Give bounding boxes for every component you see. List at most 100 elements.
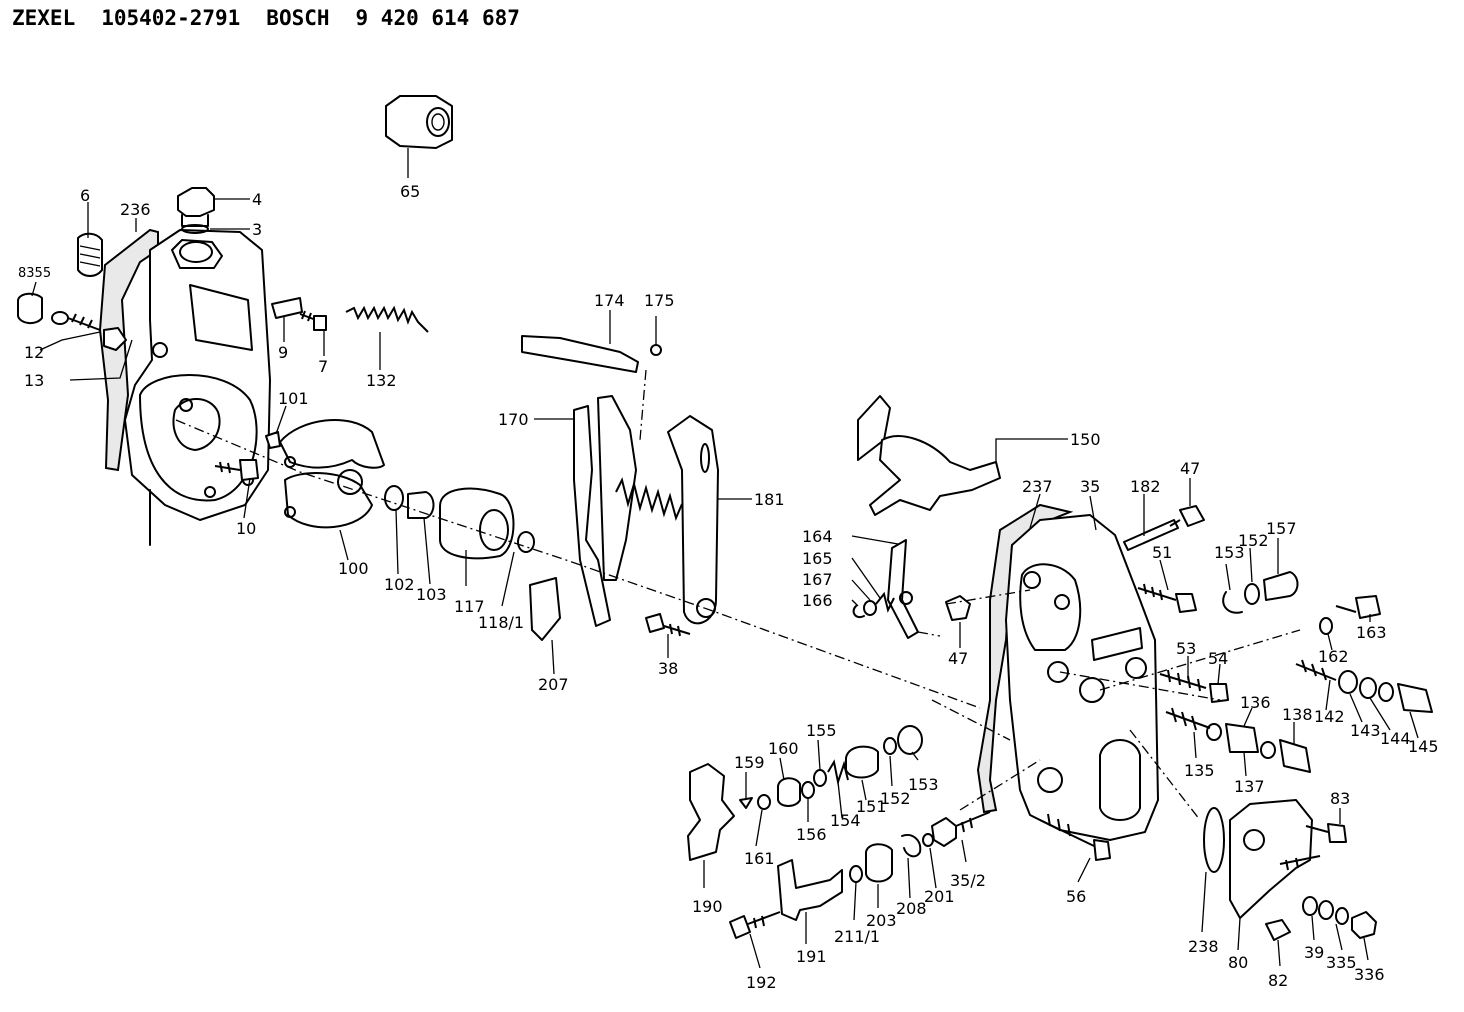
- label-336: 336: [1354, 965, 1385, 984]
- label-208: 208: [896, 899, 927, 918]
- label-12: 12: [24, 343, 44, 362]
- label-138: 138: [1282, 705, 1313, 724]
- washer-144b: [1378, 682, 1394, 702]
- label-35-2: 35/2: [950, 871, 986, 890]
- sleeve-160: [777, 777, 801, 807]
- lever-170: [573, 395, 637, 627]
- clip-166: [852, 605, 865, 618]
- oring-152-lower: [883, 737, 897, 755]
- label-39: 39: [1304, 943, 1324, 962]
- label-236: 236: [120, 200, 151, 219]
- clip-153: [1222, 591, 1243, 614]
- cap-nut-336: [1351, 911, 1377, 939]
- washer-155: [813, 769, 827, 787]
- label-175: 175: [644, 291, 675, 310]
- spring-154: [827, 759, 849, 786]
- label-136: 136: [1240, 693, 1271, 712]
- sleeve-117: [439, 487, 515, 560]
- lever-191: [777, 859, 843, 921]
- lever-164: [887, 539, 919, 639]
- spring-165: [875, 591, 895, 613]
- governor-spring: [615, 477, 683, 522]
- washer-153-lower: [897, 725, 923, 755]
- label-157: 157: [1266, 519, 1297, 538]
- label-162: 162: [1318, 647, 1349, 666]
- cap-nut-145: [1397, 683, 1433, 713]
- leader-lines: [31, 148, 1419, 969]
- label-156: 156: [796, 825, 827, 844]
- label-80: 80: [1228, 953, 1248, 972]
- label-142: 142: [1314, 707, 1345, 726]
- sleeve-103: [407, 491, 435, 519]
- label-47-left: 47: [948, 649, 968, 668]
- governor-cover-35: [1005, 514, 1159, 841]
- header-brand: ZEXEL: [12, 6, 76, 30]
- spring-208: [901, 834, 922, 858]
- label-166: 166: [802, 591, 833, 610]
- label-143: 143: [1350, 721, 1381, 740]
- label-167: 167: [802, 570, 833, 589]
- screw-135: [1165, 707, 1222, 741]
- label-163: 163: [1356, 623, 1387, 642]
- label-47-top: 47: [1180, 459, 1200, 478]
- label-38: 38: [658, 659, 678, 678]
- label-211-1: 211/1: [834, 927, 880, 946]
- label-8355: 8355: [18, 266, 51, 281]
- screw-35-2: [931, 811, 991, 847]
- washer-167: [863, 600, 877, 616]
- screw-163: [1335, 595, 1381, 619]
- screw-51: [1137, 583, 1197, 613]
- label-238: 238: [1188, 937, 1219, 956]
- plate-9: [271, 297, 303, 319]
- washer-161: [757, 794, 771, 810]
- label-181: 181: [754, 490, 785, 509]
- plug-6: [77, 232, 103, 277]
- label-152-upper: 152: [1238, 531, 1269, 550]
- bolt-47-top: [1169, 505, 1205, 527]
- label-153-lower: 153: [908, 775, 939, 794]
- lever-181: [667, 415, 719, 625]
- oring-238: [1203, 807, 1225, 873]
- label-154: 154: [830, 811, 861, 830]
- gasket-236: [98, 228, 159, 472]
- gasket-237: [976, 503, 1074, 814]
- washer-162: [1319, 617, 1333, 635]
- washer-335: [1318, 900, 1334, 920]
- label-144: 144: [1380, 729, 1411, 748]
- label-182: 182: [1130, 477, 1161, 496]
- label-150: 150: [1070, 430, 1101, 449]
- lever-190: [687, 763, 735, 861]
- sleeve-151: [845, 745, 879, 779]
- label-153-upper: 153: [1214, 543, 1245, 562]
- washer-211-1: [849, 865, 863, 883]
- assembly-axes: [175, 369, 1301, 821]
- nut-13: [103, 327, 127, 351]
- clip-159: [739, 797, 753, 809]
- label-118-1: 118/1: [478, 613, 524, 632]
- plate-174: [521, 335, 639, 373]
- label-237: 237: [1022, 477, 1053, 496]
- cap-nut-138: [1279, 739, 1311, 773]
- label-160: 160: [768, 739, 799, 758]
- washer-335b: [1335, 907, 1349, 925]
- label-201: 201: [924, 887, 955, 906]
- label-190: 190: [692, 897, 723, 916]
- label-203: 203: [866, 911, 897, 930]
- label-83: 83: [1330, 789, 1350, 808]
- washer-3: [181, 224, 209, 234]
- label-165: 165: [802, 549, 833, 568]
- label-51: 51: [1152, 543, 1172, 562]
- washer-144: [1359, 677, 1377, 699]
- label-135: 135: [1184, 761, 1215, 780]
- nut-143: [1338, 670, 1358, 694]
- flyweight-assembly-100: [279, 419, 385, 529]
- sleeve-203: [865, 843, 893, 883]
- label-161: 161: [744, 849, 775, 868]
- label-170: 170: [498, 410, 529, 429]
- label-10: 10: [236, 519, 256, 538]
- nut-54: [1209, 683, 1229, 703]
- bracket-207: [529, 577, 561, 641]
- label-7: 7: [318, 357, 328, 376]
